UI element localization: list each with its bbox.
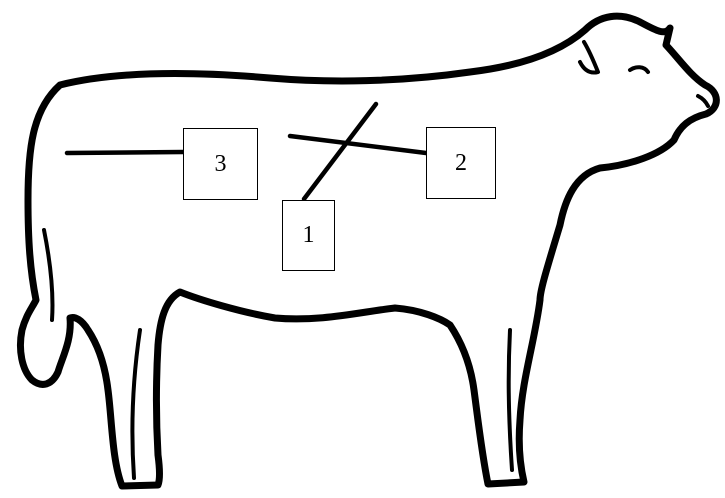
label-box-1: 1: [282, 200, 335, 271]
cow-nostril: [698, 96, 708, 106]
cow-eye: [630, 67, 648, 72]
label-box-3: 3: [183, 128, 258, 200]
leader-line-2: [290, 136, 426, 153]
cow-ear: [580, 42, 598, 73]
label-text-1: 1: [303, 222, 315, 249]
leader-line-1: [304, 104, 376, 199]
hind-leg-line: [132, 330, 140, 478]
front-leg-line: [509, 330, 512, 470]
tail-line: [44, 230, 53, 320]
label-box-2: 2: [426, 127, 496, 199]
leader-line-3: [67, 152, 183, 153]
cow-outline: [20, 16, 716, 486]
label-text-3: 3: [215, 151, 227, 178]
label-text-2: 2: [455, 150, 467, 177]
